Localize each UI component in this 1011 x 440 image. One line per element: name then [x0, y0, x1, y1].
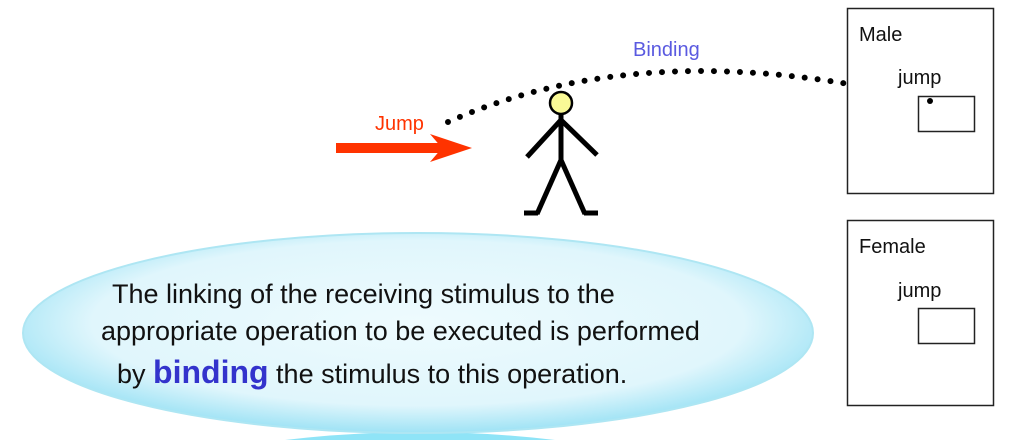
caption-line-3-pre: by	[117, 359, 153, 389]
caption-emphasis-binding: binding	[153, 354, 269, 390]
class-name-female: Female	[859, 236, 926, 258]
lower-ellipse	[285, 432, 555, 440]
class-name-male: Male	[859, 24, 902, 46]
caption-line-1: The linking of the receiving stimulus to…	[112, 279, 615, 309]
binding-endpoint-dot	[927, 98, 933, 104]
caption-ellipse	[22, 232, 814, 434]
class-box-male: Male jump	[846, 7, 995, 195]
stick-figure-icon	[524, 90, 599, 216]
caption-line-3-post: the stimulus to this operation.	[269, 359, 628, 389]
caption-line-3: by binding the stimulus to this operatio…	[117, 354, 627, 390]
operation-box-male	[917, 95, 976, 133]
binding-label: Binding	[633, 39, 700, 61]
operation-label-male: jump	[897, 67, 941, 89]
stimulus-arrow	[336, 134, 472, 162]
operation-box-female	[917, 307, 976, 345]
operation-label-female: jump	[897, 280, 941, 302]
caption-line-2: appropriate operation to be executed is …	[101, 316, 700, 346]
class-box-female: Female jump	[846, 219, 995, 407]
stimulus-label: Jump	[375, 113, 424, 135]
